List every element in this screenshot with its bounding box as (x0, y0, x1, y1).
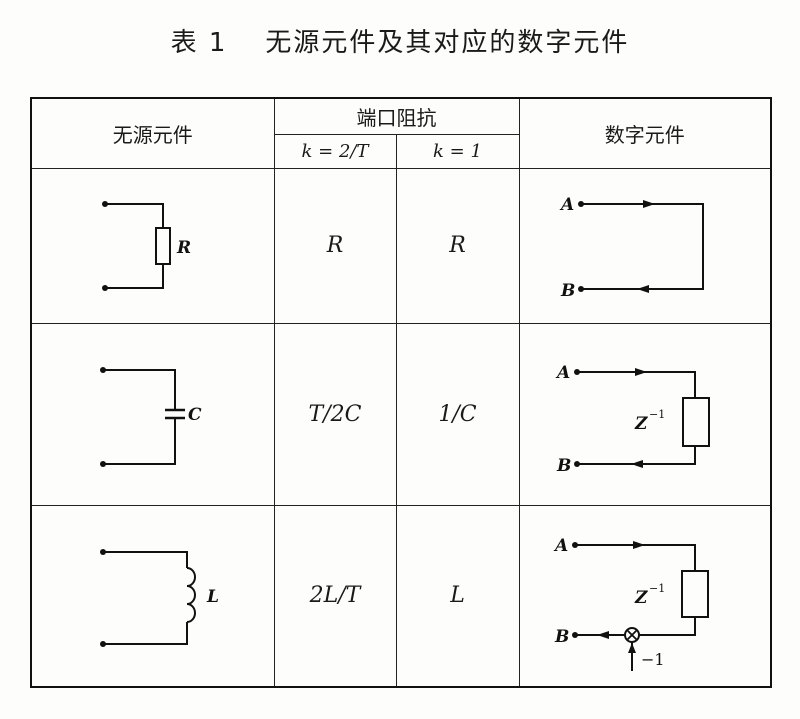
header-k-1: k = 1 (395, 133, 520, 169)
table-row: R R R A B (30, 167, 772, 324)
capacitor-label: C (188, 405, 202, 425)
inductor-cell: L (30, 504, 275, 688)
port-a-label: A (559, 195, 574, 215)
digital-resistor-cell: A B (518, 167, 772, 324)
capacitor-cell: C (30, 322, 275, 506)
header-digital: 数字元件 (518, 97, 772, 169)
table-caption: 表 1 无源元件及其对应的数字元件 (0, 22, 800, 59)
table-title: 无源元件及其对应的数字元件 (265, 28, 630, 58)
delay-label: Z (634, 588, 648, 608)
resistor-cell: R (30, 167, 275, 324)
capacitor-symbol: C (99, 367, 202, 467)
gain-label: −1 (641, 650, 665, 669)
impedance-c-k1: 1/C (395, 322, 520, 506)
port-b-label: B (554, 627, 569, 647)
digital-inductor-cell: A B Z −1 −1 (518, 504, 772, 688)
digital-resistor-symbol: A B (559, 195, 704, 301)
table-number: 表 1 (170, 28, 228, 58)
header-k-2-over-t: k = 2/T (273, 133, 397, 169)
impedance-l-k1: L (395, 504, 520, 688)
delay-exponent: −1 (649, 582, 665, 595)
delay-exponent: −1 (649, 408, 665, 421)
impedance-r-k1: R (395, 167, 520, 324)
digital-capacitor-cell: A B Z −1 (518, 322, 772, 506)
resistor-symbol: R (101, 200, 191, 291)
impedance-r-k2t: R (273, 167, 397, 324)
digital-capacitor-symbol: A B Z −1 (555, 363, 710, 476)
header-port-impedance: 端口阻抗 (273, 97, 520, 135)
component-table: 无源元件 端口阻抗 数字元件 k = 2/T k = 1 R R R A (30, 97, 772, 688)
digital-inductor-symbol: A B Z −1 −1 (553, 536, 709, 671)
resistor-label: R (176, 238, 191, 258)
inductor-label: L (206, 587, 219, 607)
port-b-label: B (560, 281, 575, 301)
header-passive: 无源元件 (30, 97, 275, 169)
impedance-c-k2t: T/2C (273, 322, 397, 506)
table-row: C T/2C 1/C A B Z −1 (30, 322, 772, 506)
port-a-label: A (555, 363, 570, 383)
impedance-l-k2t: 2L/T (273, 504, 397, 688)
port-b-label: B (556, 456, 571, 476)
delay-label: Z (634, 414, 648, 434)
table-row: L 2L/T L A B Z −1 (30, 504, 772, 688)
port-a-label: A (553, 536, 568, 556)
inductor-symbol: L (99, 548, 219, 647)
